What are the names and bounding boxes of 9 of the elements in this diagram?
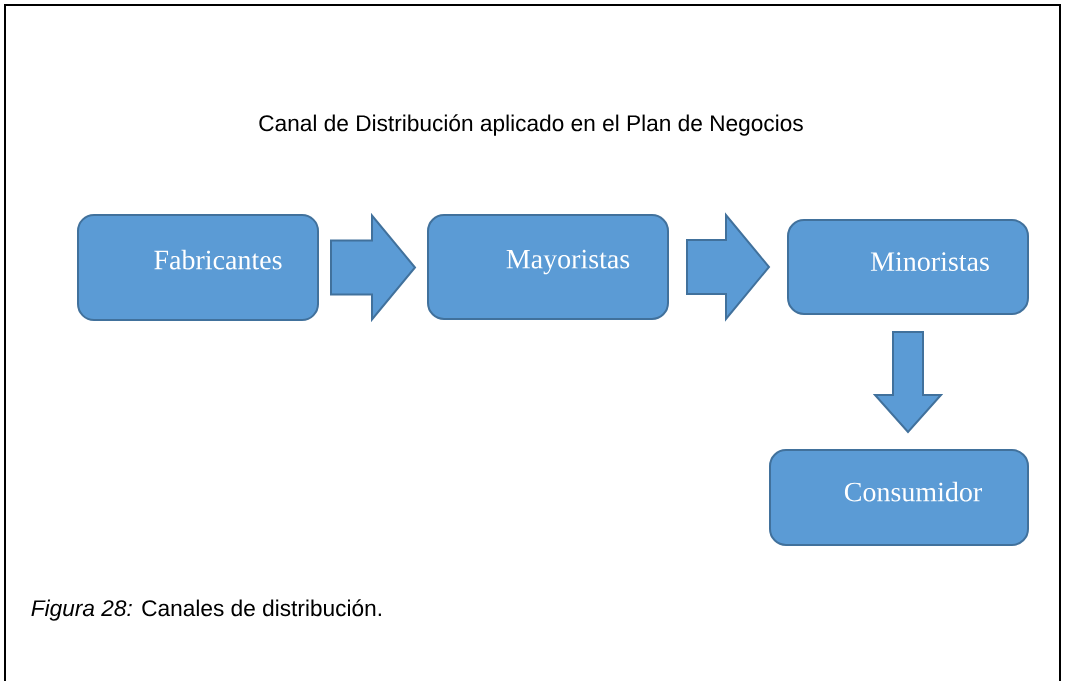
process-box: Minoristas <box>787 219 1029 315</box>
block-arrow <box>330 212 417 323</box>
block-arrow <box>872 331 944 434</box>
title: Canal de Distribución aplicado en el Plan de Negocios <box>259 114 803 136</box>
block-arrow <box>686 212 771 322</box>
process-box: Consumidor <box>769 449 1029 546</box>
process-box: Fabricantes <box>77 213 319 322</box>
caption: Figura 28: Canales de distribución. <box>31 599 381 621</box>
process-box: Mayoristas <box>427 214 669 320</box>
